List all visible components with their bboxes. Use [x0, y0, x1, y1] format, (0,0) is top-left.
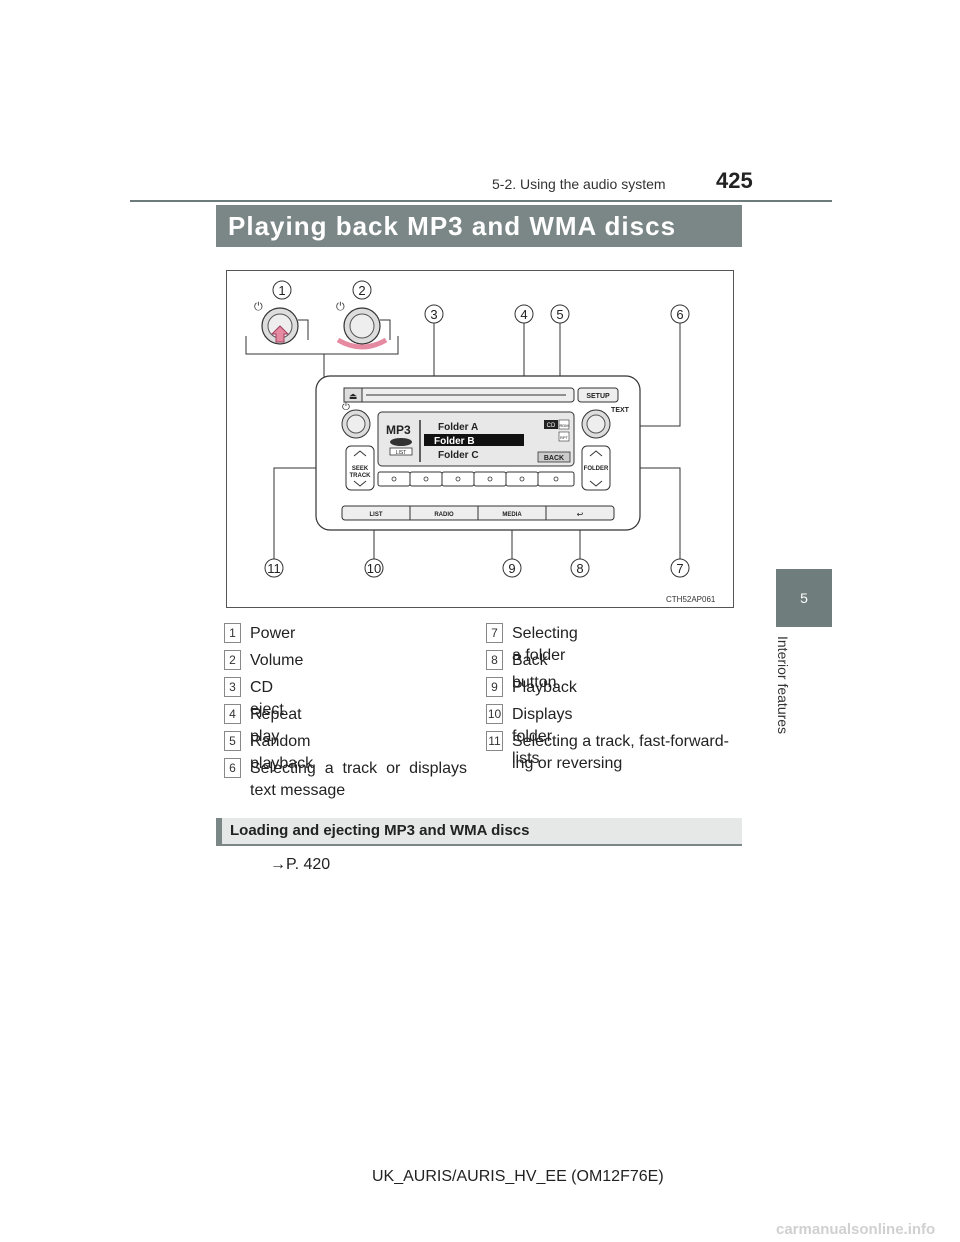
audio-head-unit: ⏏ SETUP TEXT ⏻ MP3 LIST Folder A Folder … [315, 375, 641, 531]
audio-panel-figure: ⏻ ⏻ 1 2 3 4 5 6 7 8 9 10 11 [226, 270, 734, 608]
setup-button: SETUP [586, 393, 610, 400]
up-chevron-icon [589, 450, 603, 457]
folder-c: Folder C [438, 450, 479, 461]
press-arrow-icon [270, 325, 290, 343]
svg-text:⏻: ⏻ [342, 402, 350, 413]
header-section-title: 5-2. Using the audio system [492, 176, 666, 192]
callout-8: 8 [576, 561, 583, 576]
subsection-accent-bar [216, 818, 222, 846]
footer-document-code: UK_AURIS/AURIS_HV_EE (OM12F76E) [372, 1168, 664, 1185]
subsection-banner: Loading and ejecting MP3 and WMA discs [216, 818, 742, 846]
rotate-arrow-icon [336, 337, 388, 350]
down-chevron-icon [353, 480, 367, 487]
text-label: TEXT [611, 407, 630, 414]
svg-text:carmanualsonline.info: carmanualsonline.info [776, 1221, 935, 1238]
svg-text:RDM: RDM [559, 423, 568, 428]
callout-2: 2 [358, 283, 365, 298]
page-reference-link[interactable]: →P. 420 [270, 856, 331, 873]
callout-4: 4 [520, 307, 527, 322]
chapter-title: Interior features [775, 636, 791, 735]
svg-text:LIST: LIST [396, 450, 407, 456]
power-symbol-icon: ⏻ [254, 300, 263, 313]
callout-1: 1 [278, 283, 285, 298]
volume-knob-inset: ⏻ [328, 300, 399, 355]
seek-label: SEEK [352, 466, 369, 472]
folder-a: Folder A [438, 422, 478, 433]
callout-5: 5 [556, 307, 563, 322]
watermark-logo: carmanualsonline.info [776, 1221, 935, 1238]
page-number: 425 [716, 168, 753, 193]
callout-3: 3 [430, 307, 437, 322]
down-chevron-icon [589, 480, 603, 487]
eject-icon: ⏏ [349, 392, 358, 402]
radio-button: RADIO [434, 512, 454, 518]
section-title: Playing back MP3 and WMA discs [228, 211, 677, 241]
section-title-banner: Playing back MP3 and WMA discs [216, 205, 742, 247]
svg-text:RPT: RPT [560, 435, 569, 440]
subsection-title: Loading and ejecting MP3 and WMA discs [230, 822, 530, 839]
callout-6: 6 [676, 307, 683, 322]
media-button: MEDIA [502, 512, 522, 518]
chapter-title-vertical: Interior features [775, 636, 815, 746]
header-divider [130, 200, 832, 202]
up-chevron-icon [353, 450, 367, 457]
track-label: TRACK [350, 473, 372, 479]
folder-b: Folder B [434, 436, 475, 447]
callout-9: 9 [508, 561, 515, 576]
mp3-indicator: MP3 [386, 423, 411, 437]
list-button: LIST [370, 512, 383, 518]
callout-7: 7 [676, 561, 683, 576]
chapter-tab: 5 [776, 569, 832, 627]
back-label: BACK [544, 455, 564, 462]
svg-text:⏻: ⏻ [336, 300, 345, 313]
figure-code: CTH52AP061 [666, 595, 716, 604]
folder-label: FOLDER [584, 466, 609, 472]
back-arrow-icon: ↩ [577, 510, 584, 519]
callout-11: 11 [267, 561, 281, 576]
callout-10: 10 [367, 561, 381, 576]
svg-text:CD: CD [547, 423, 556, 429]
